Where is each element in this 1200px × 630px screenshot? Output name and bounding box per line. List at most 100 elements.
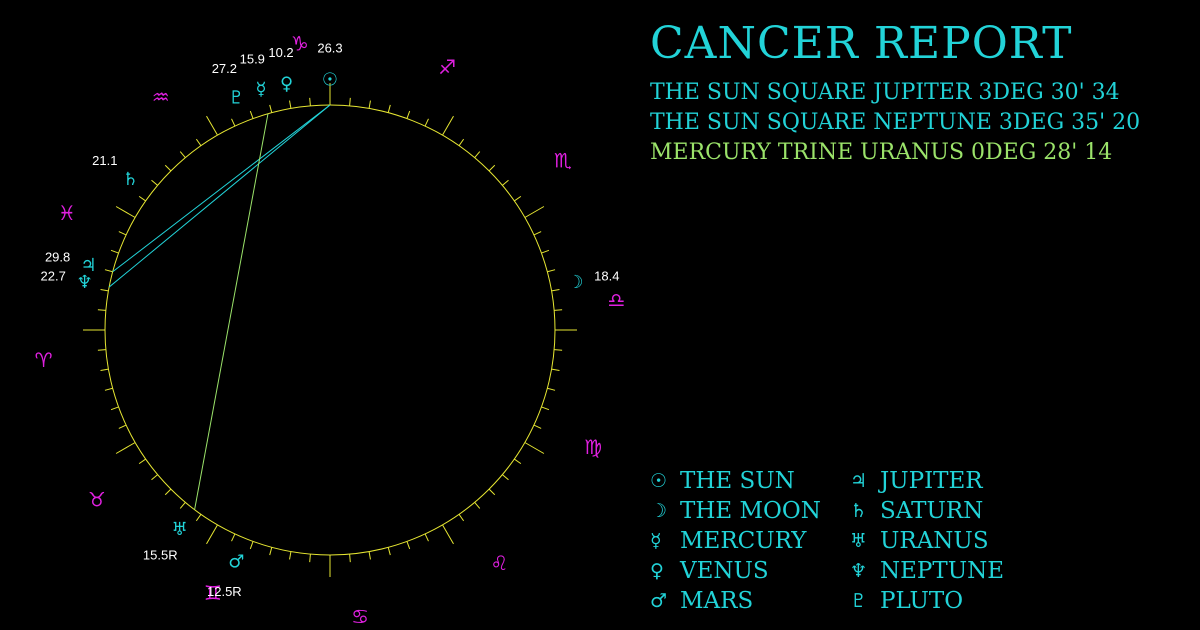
degree-tick [249, 110, 254, 119]
degree-tick [100, 368, 109, 371]
saturn-icon: ♄ [122, 169, 138, 190]
mercury-icon: ☿ [650, 530, 662, 552]
wheel-circle [104, 104, 556, 556]
aspect-line-2: THE SUN SQUARE NEPTUNE 3DEG 35' 20 [650, 110, 1141, 135]
house-cusp-tick [524, 206, 545, 218]
degree-tick [269, 547, 273, 556]
legend-label: SATURN [880, 498, 984, 524]
degree-tick [151, 474, 158, 481]
degree-tick [458, 514, 465, 522]
degree-tick [554, 349, 563, 351]
house-cusp-tick [206, 524, 218, 545]
degree-tick [387, 547, 391, 556]
degree-tick [488, 164, 496, 172]
house-cusp-tick [442, 524, 454, 545]
pluto-icon: ♇ [850, 590, 868, 612]
degree-tick [458, 138, 465, 146]
gemini-sign-icon: ♊ [204, 581, 222, 605]
legend-label: PLUTO [880, 588, 964, 614]
degree-tick [488, 488, 496, 496]
saturn-degree-label: 21.1 [92, 153, 117, 168]
degree-tick [514, 195, 522, 202]
degree-tick [179, 151, 186, 158]
legend-label: MERCURY [680, 528, 807, 554]
degree-tick [502, 474, 509, 481]
mars-icon: ♂ [650, 590, 668, 612]
degree-tick [502, 179, 509, 186]
aspect-line-3: MERCURY TRINE URANUS 0DEG 28' 14 [650, 140, 1113, 165]
legend-item: ♂MARS [650, 586, 850, 616]
degree-tick [551, 368, 560, 371]
degree-tick [195, 138, 202, 146]
legend-item: ♅ URANUS [850, 526, 1050, 556]
uranus-icon: ♅ [850, 530, 868, 552]
uranus-icon: ♅ [171, 519, 187, 540]
legend-label: URANUS [880, 528, 989, 554]
neptune-icon: ♆ [850, 560, 868, 582]
saturn-icon: ♄ [850, 500, 868, 522]
degree-tick [547, 387, 556, 391]
degree-tick [289, 100, 292, 109]
degree-tick [118, 424, 127, 429]
degree-tick [309, 97, 311, 106]
degree-tick [554, 309, 563, 311]
degree-tick [533, 424, 542, 429]
degree-tick [474, 151, 481, 158]
legend-label: JUPITER [880, 468, 983, 494]
pluto-degree-label: 27.2 [212, 61, 237, 76]
mercury-degree-label: 15.9 [240, 51, 265, 66]
degree-tick [110, 249, 119, 254]
degree-tick [104, 269, 113, 273]
neptune-degree-label: 22.7 [41, 269, 66, 284]
mercury-icon: ☿ [256, 79, 267, 100]
degree-tick [349, 554, 351, 563]
jupiter-icon: ♃ [80, 255, 96, 276]
degree-tick [514, 458, 522, 465]
legend-item: ♃JUPITER [850, 466, 1050, 496]
venus-degree-label: 10.2 [268, 45, 293, 60]
degree-tick [100, 289, 109, 292]
aspect-line-1: THE SUN SQUARE JUPITER 3DEG 30' 34 [650, 80, 1120, 105]
neptune-icon: ♆ [77, 272, 93, 293]
legend-label: NEPTUNE [880, 558, 1005, 584]
degree-tick [249, 541, 254, 550]
legend-item: ♄ SATURN [850, 496, 1050, 526]
degree-tick [547, 269, 556, 273]
aspect-line-sun-neptune [108, 104, 331, 288]
legend-label: THE MOON [680, 498, 821, 524]
degree-tick [231, 118, 236, 127]
moon-icon: ☽ [650, 500, 668, 522]
degree-tick [179, 502, 186, 509]
aquarius-sign-icon: ♒ [152, 85, 170, 109]
degree-tick [289, 551, 292, 560]
degree-tick [309, 554, 311, 563]
degree-tick [387, 104, 391, 113]
aspect-list: THE SUN SQUARE JUPITER 3DEG 30' 34 THE S… [650, 78, 1140, 168]
house-cusp-tick [442, 115, 454, 136]
moon-icon: ☽ [567, 272, 583, 293]
jupiter-degree-label: 29.8 [45, 250, 70, 265]
scorpio-sign-icon: ♏ [554, 149, 572, 173]
mars-icon: ♂ [228, 551, 244, 572]
house-cusp-tick [206, 115, 218, 136]
pluto-icon: ♇ [228, 88, 244, 109]
degree-tick [424, 533, 429, 542]
degree-tick [406, 110, 411, 119]
sagittarius-sign-icon: ♐ [438, 55, 456, 79]
degree-tick [269, 104, 273, 113]
legend-label: THE SUN [680, 468, 795, 494]
degree-tick [231, 533, 236, 542]
degree-tick [97, 309, 106, 311]
venus-icon: ♀ [650, 560, 664, 582]
legend-item: ☽ THE MOON [650, 496, 850, 526]
degree-tick [541, 249, 550, 254]
degree-tick [118, 231, 127, 236]
legend-item: ☉THE SUN [650, 466, 850, 496]
aspect-line-sun-jupiter [112, 104, 331, 273]
degree-tick [368, 100, 371, 109]
capricorn-sign-icon: ♑ [291, 32, 309, 56]
degree-tick [138, 195, 146, 202]
venus-icon: ♀ [280, 73, 293, 94]
sun-degree-label: 26.3 [317, 41, 342, 56]
planet-legend: ☉THE SUN ♃JUPITER ☽ THE MOON ♄ SATURN ☿ MER… [650, 466, 1050, 616]
